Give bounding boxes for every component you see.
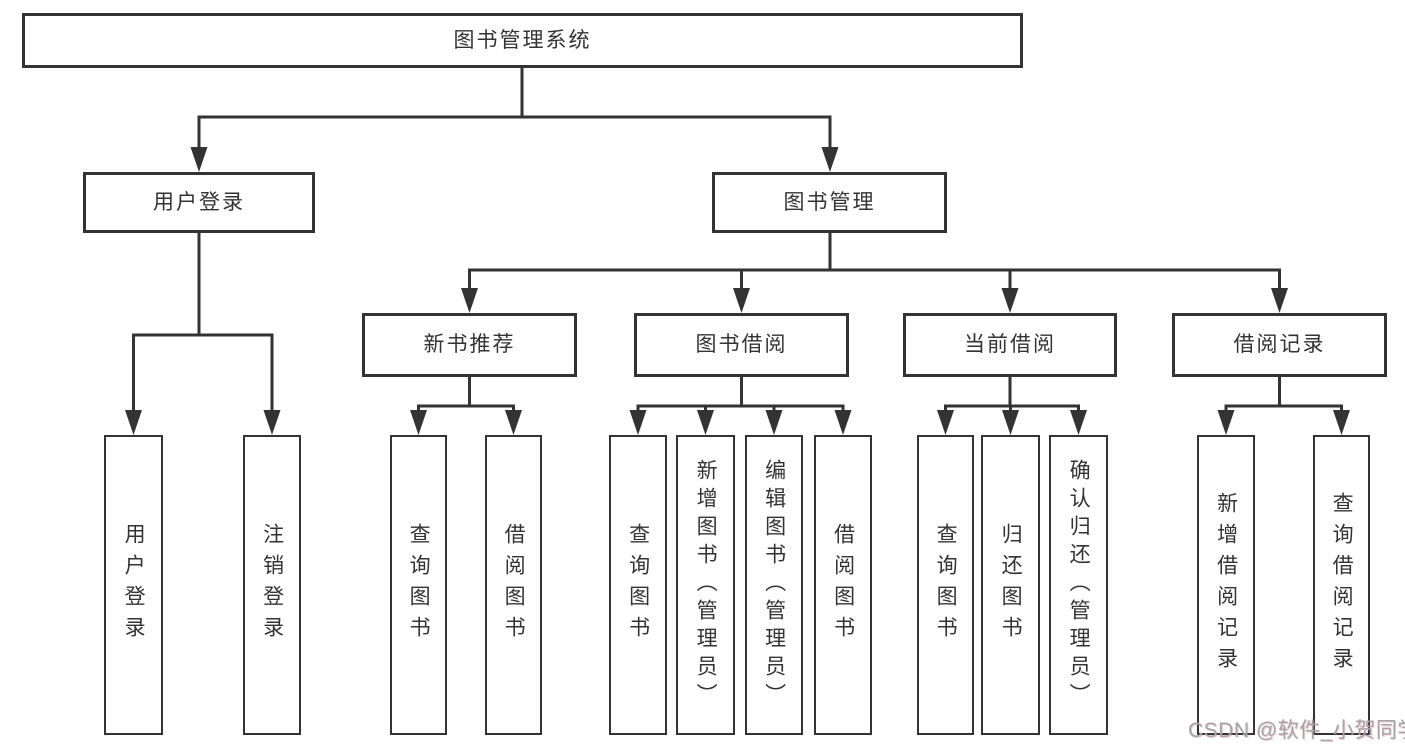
arrow-icon	[821, 147, 839, 172]
leaf-return-book: 归还图书	[981, 435, 1040, 735]
leaf-confirm-return-admin: 确认归还（管理员）	[1049, 435, 1108, 735]
arrow-icon	[263, 410, 281, 435]
node-book-mgmt: 图书管理	[712, 172, 947, 233]
node-new-book-rec-label: 新书推荐	[423, 333, 516, 357]
leaf-add-borrow-record: 新增借阅记录	[1197, 435, 1255, 735]
leaf-query-books-1: 查询图书	[390, 435, 447, 735]
leaf-borrow-books-1: 借阅图书	[485, 435, 542, 735]
arrow-icon	[697, 410, 714, 435]
arrow-icon	[410, 410, 427, 435]
leaf-user-login: 用户登录	[104, 435, 163, 735]
node-user-login-label: 用户登录	[153, 190, 245, 214]
leaf-query-borrow-record: 查询借阅记录	[1313, 435, 1370, 735]
arrow-icon	[937, 410, 954, 435]
arrow-icon	[125, 410, 142, 435]
arrow-icon	[190, 147, 208, 172]
arrow-icon	[1333, 410, 1350, 435]
arrow-icon	[1002, 410, 1019, 435]
node-borrow-records: 借阅记录	[1172, 313, 1387, 377]
leaf-edit-book-admin: 编辑图书（管理员）	[745, 435, 803, 735]
arrow-icon	[765, 410, 783, 435]
node-book-borrow: 图书借阅	[634, 313, 849, 377]
node-borrow-records-label: 借阅记录	[1233, 333, 1326, 357]
arrow-icon	[1271, 288, 1288, 313]
leaf-add-book-admin: 新增图书（管理员）	[676, 435, 735, 735]
arrow-icon	[461, 288, 478, 313]
leaf-logout: 注销登录	[243, 435, 301, 735]
arrow-icon	[733, 288, 750, 313]
node-new-book-rec: 新书推荐	[362, 313, 577, 377]
leaf-query-books-3: 查询图书	[917, 435, 974, 735]
arrow-icon	[1217, 410, 1235, 435]
arrow-icon	[629, 410, 647, 435]
arrow-icon	[834, 410, 852, 435]
node-book-borrow-label: 图书借阅	[695, 333, 788, 357]
node-current-borrow-label: 当前借阅	[964, 333, 1056, 357]
node-root-label: 图书管理系统	[453, 28, 592, 52]
arrow-icon	[1070, 410, 1087, 435]
leaf-query-books-2: 查询图书	[609, 435, 667, 735]
csdn-watermark: CSDN @软件_小贺同学	[1188, 719, 1405, 742]
arrow-icon	[1001, 288, 1019, 313]
node-book-mgmt-label: 图书管理	[783, 190, 876, 214]
node-current-borrow: 当前借阅	[903, 313, 1117, 377]
arrow-icon	[505, 410, 522, 435]
node-root: 图书管理系统	[22, 13, 1023, 68]
leaf-borrow-books-2: 借阅图书	[814, 435, 872, 735]
node-user-login: 用户登录	[83, 172, 315, 233]
